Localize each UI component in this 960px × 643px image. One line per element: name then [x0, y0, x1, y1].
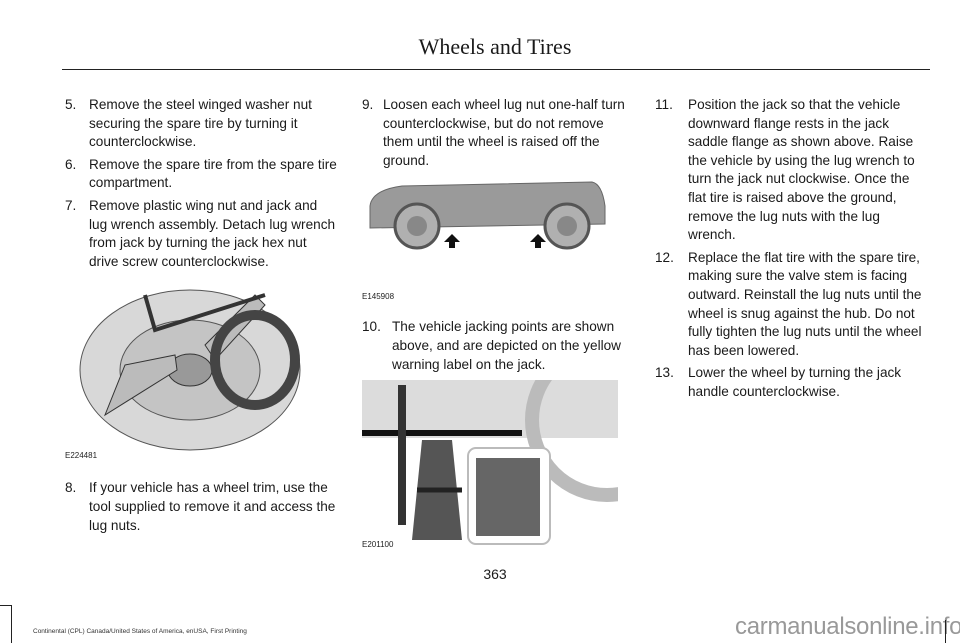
step-text: Position the jack so that the vehicle do… — [688, 97, 915, 243]
step-number: 9. — [362, 97, 374, 112]
column-1: 5. Remove the steel winged washer nut sec… — [65, 96, 337, 539]
step-13: 13. Lower the wheel by turning the jack h… — [655, 364, 930, 401]
step-number: 6. — [65, 156, 77, 172]
step-text: Replace the flat tire with the spare tir… — [688, 249, 922, 358]
page-title: Wheels and Tires — [418, 34, 572, 59]
jacking-point-arrow-icon — [444, 234, 460, 249]
header-rule — [62, 69, 930, 70]
step-9: 9. Loosen each wheel lug nut one-half tur… — [362, 96, 634, 170]
column-2: 9. Loosen each wheel lug nut one-half tur… — [362, 96, 689, 556]
figure-code: E145908 — [362, 291, 395, 301]
step-number: 8. — [65, 480, 77, 496]
step-number: 13. — [655, 365, 674, 381]
page-number: 363 — [483, 566, 507, 582]
step-number: 12. — [655, 249, 674, 265]
step-6: 6. Remove the spare tire from the spare t… — [65, 156, 337, 193]
step-text: Remove the steel winged washer nut secur… — [89, 97, 312, 150]
step-text: Lower the wheel by turning the jack hand… — [688, 365, 902, 399]
jacking-points-figure: E145908 — [362, 176, 634, 308]
step-number: 11. — [655, 97, 673, 112]
step-text: Remove the spare tire from the spare tir… — [89, 156, 337, 191]
footer-text: Continental (CPL) Canada/United States o… — [33, 628, 247, 635]
figure-code: E224481 — [65, 450, 98, 460]
jack-position-figure: E201100 — [362, 338, 689, 556]
figure-code: E201100 — [362, 539, 394, 549]
step-10: 10. The vehicle jacking points are shown … — [362, 318, 634, 374]
column-3: 11. Position the jack so that the vehicle… — [655, 96, 930, 406]
watermark: carmanualsonline.info — [735, 613, 960, 640]
step-7: 7. Remove plastic wing nut and jack and l… — [65, 197, 337, 271]
step-text: The vehicle jacking points are shown abo… — [392, 319, 621, 372]
jacking-point-arrow-icon — [530, 234, 546, 249]
spare-tire-jack-figure: E224481 — [65, 275, 337, 467]
step-text: Remove plastic wing nut and jack and lug… — [89, 197, 336, 269]
step-8: 8. If your vehicle has a wheel trim, use … — [65, 479, 337, 535]
step-number: 7. — [65, 197, 77, 213]
crop-mark — [0, 605, 12, 606]
step-text: If your vehicle has a wheel trim, use th… — [89, 480, 336, 533]
spare-tire-illustration — [79, 289, 301, 451]
step-12: 12. Replace the flat tire with the spare … — [655, 249, 930, 361]
step-number: 5. — [65, 97, 77, 112]
crop-mark — [945, 620, 946, 643]
step-5: 5. Remove the steel winged washer nut sec… — [65, 96, 337, 152]
step-text: Loosen each wheel lug nut one-half turn … — [383, 97, 625, 168]
crop-mark — [11, 605, 12, 643]
step-11: 11. Position the jack so that the vehicle… — [655, 96, 930, 245]
step-number: 10. — [362, 319, 381, 335]
car-side-illustration — [369, 181, 606, 250]
jack-illustration — [362, 338, 689, 546]
